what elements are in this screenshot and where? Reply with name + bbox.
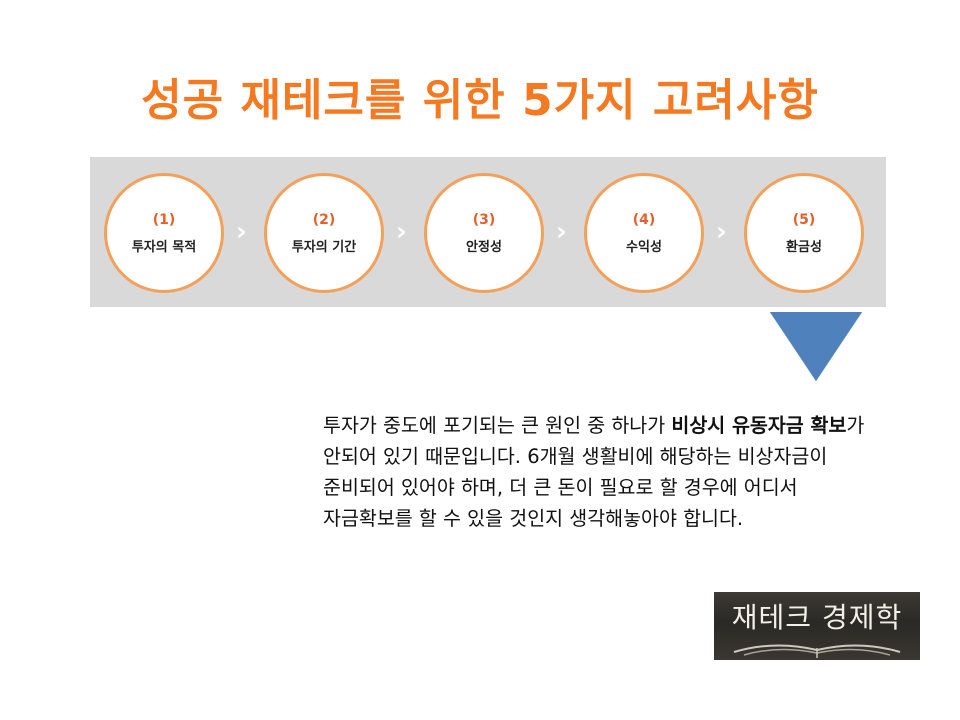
description-part-1: 투자가 중도에 포기되는 큰 원인 중 하나가 [323, 414, 672, 437]
chevron-right-icon: › [236, 217, 247, 247]
chevron-right-icon: › [396, 217, 407, 247]
description-text: 투자가 중도에 포기되는 큰 원인 중 하나가 비상시 유동자금 확보가 안되어… [323, 410, 883, 534]
chevron-right-icon: › [556, 217, 567, 247]
step-4-number: (4) [632, 211, 656, 228]
steps-band: (1) 투자의 목적 › (2) 투자의 기간 › (3) 안정성 › (4) … [90, 157, 886, 307]
step-1-number: (1) [152, 211, 176, 228]
description-part-2: 가 안되어 있기 때문입니다. 6개월 생활비에 해당하는 비상자금이 준비되어… [323, 414, 865, 530]
description-emphasis: 비상시 유동자금 확보 [671, 414, 847, 437]
logo-image: 재테크 경제학 [714, 592, 920, 660]
step-4-label: 수익성 [626, 239, 662, 255]
step-3-circle: (3) 안정성 [424, 173, 544, 293]
open-book-icon [733, 644, 901, 658]
step-3-number: (3) [472, 211, 496, 228]
step-1-circle: (1) 투자의 목적 [104, 173, 224, 293]
chevron-right-icon: › [716, 217, 727, 247]
logo-text: 재테크 경제학 [731, 601, 903, 634]
step-4-circle: (4) 수익성 [584, 173, 704, 293]
step-5-circle: (5) 환금성 [744, 173, 864, 293]
step-5-number: (5) [792, 211, 816, 228]
step-2-number: (2) [312, 211, 336, 228]
step-2-label: 투자의 기간 [291, 239, 357, 255]
down-triangle-pointer [766, 310, 866, 385]
step-1-label: 투자의 목적 [131, 239, 197, 255]
step-3-label: 안정성 [466, 239, 502, 255]
step-2-circle: (2) 투자의 기간 [264, 173, 384, 293]
step-5-label: 환금성 [786, 239, 822, 255]
slide-title: 성공 재테크를 위한 5가지 고려사항 [141, 75, 819, 126]
